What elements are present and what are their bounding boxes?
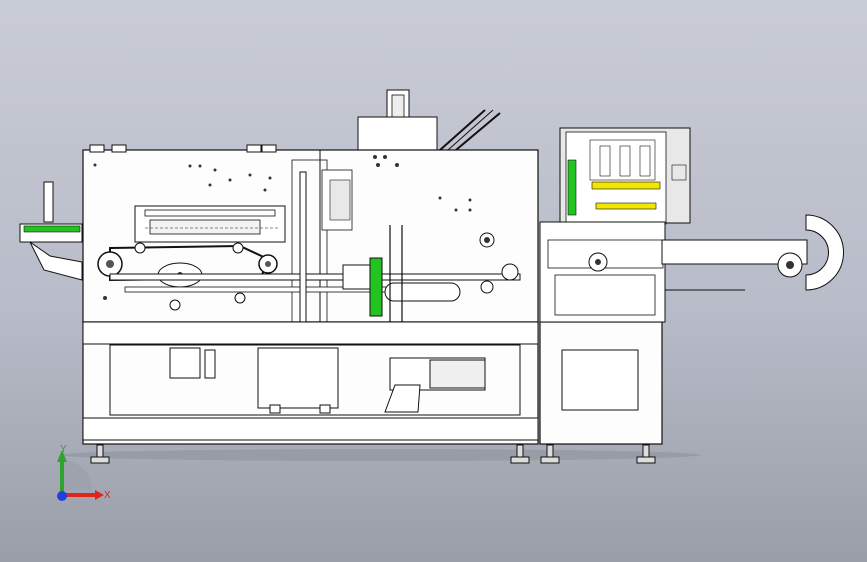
x-axis-arrow [95,490,104,500]
x-axis-label: X [104,490,111,501]
leveling-feet [90,444,656,464]
main-shaft [109,232,521,302]
top-feeder [357,89,501,152]
vertical-linkage [299,169,403,323]
drive-motor [384,357,486,413]
y-axis-arrow [57,450,67,462]
right-cabinet [539,321,663,445]
upper-conveyor [134,205,286,243]
output-conveyor [661,214,844,291]
right-upper-module [539,127,691,323]
left-infeed-arm [19,181,83,281]
axis-triad: Y X [57,444,111,501]
y-axis-label: Y [60,444,67,455]
z-axis-dot [57,491,67,501]
